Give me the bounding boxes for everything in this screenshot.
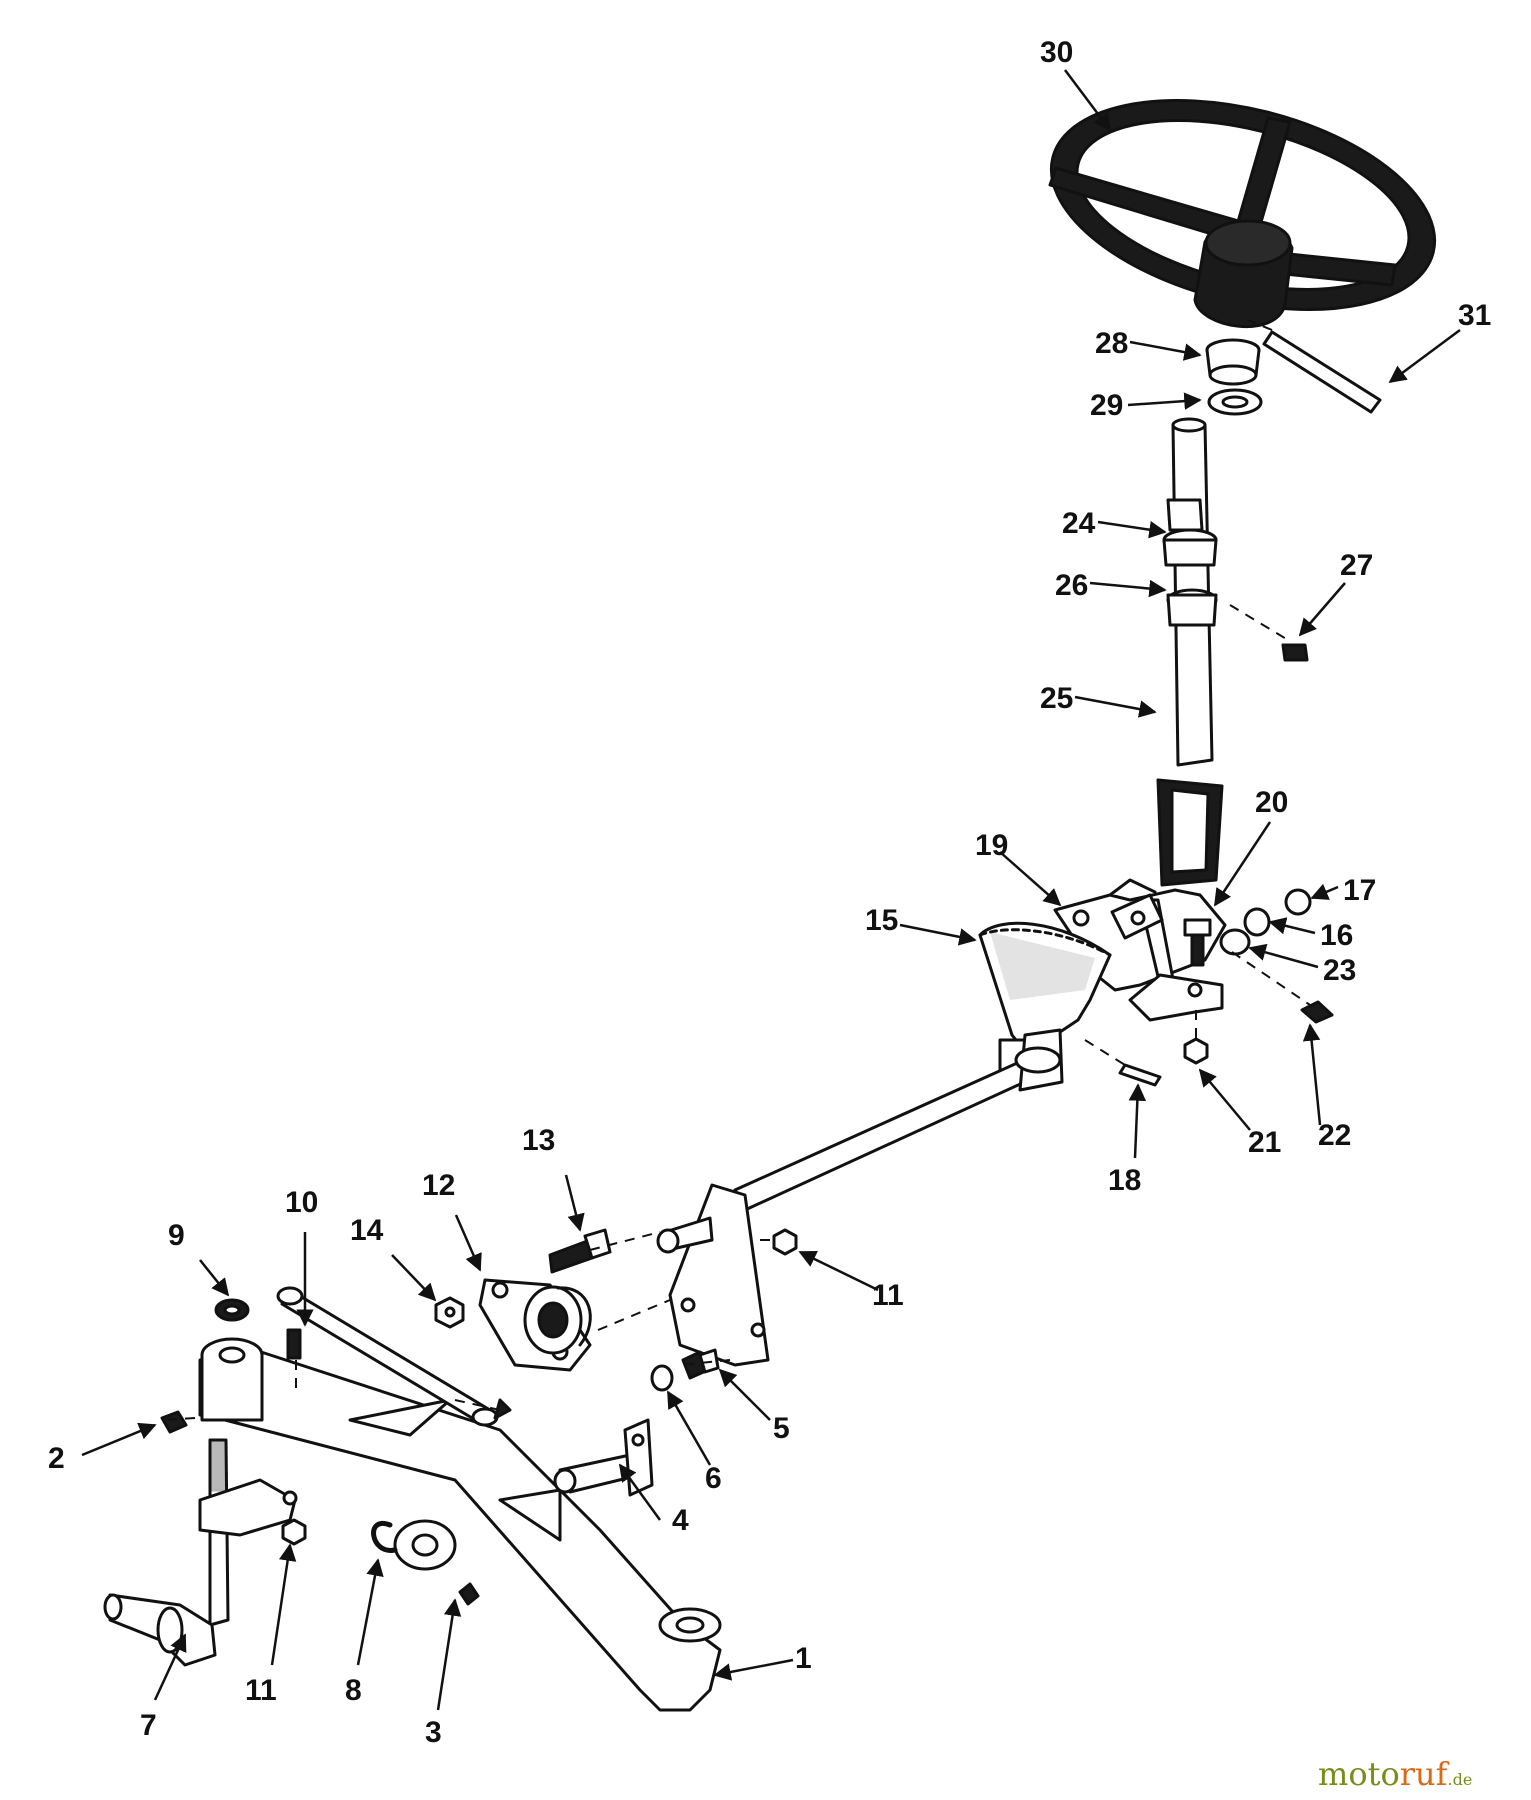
bolt-13: [548, 1228, 612, 1274]
flange-bearing-12: [478, 1278, 592, 1372]
washer-16: [1243, 907, 1271, 937]
callout-11-upper: 11: [872, 1279, 904, 1312]
spindle-7: [103, 1438, 298, 1667]
steering-shaft: [1156, 417, 1224, 887]
callout-27: 27: [1340, 549, 1373, 582]
callout-1: 1: [795, 1642, 812, 1675]
callout-21: 21: [1248, 1126, 1281, 1159]
part-callouts: 30 31 28 29 24 26 27 25 20 19 15 17 16 2…: [48, 36, 1491, 1749]
callout-7: 7: [140, 1709, 157, 1742]
retainer-9: [214, 1298, 250, 1322]
mount-plate: [656, 1183, 770, 1367]
callout-15: 15: [865, 904, 898, 937]
callout-6: 6: [705, 1462, 722, 1495]
pin-31: [1262, 330, 1382, 414]
callout-2: 2: [48, 1442, 65, 1475]
callout-8: 8: [345, 1674, 362, 1707]
watermark-logo: motoruf.de: [1318, 1755, 1472, 1793]
callout-19: 19: [975, 829, 1008, 862]
callout-5: 5: [773, 1412, 790, 1445]
washer-29: [1207, 388, 1263, 416]
callout-23: 23: [1323, 954, 1356, 987]
cotter-pin-18: [1118, 1063, 1162, 1087]
front-axle-1: [198, 1337, 722, 1712]
callout-26: 26: [1055, 569, 1088, 602]
washer-17: [1284, 888, 1312, 916]
screw-27: [1281, 643, 1309, 662]
steering-wheel: [1048, 98, 1437, 329]
spacer-23: [1219, 928, 1251, 956]
callout-18: 18: [1108, 1164, 1141, 1197]
callout-13: 13: [522, 1124, 555, 1157]
nut-14: [434, 1296, 465, 1329]
fitting-3: [458, 1582, 480, 1606]
e-ring-8: [371, 1520, 398, 1553]
callout-16: 16: [1320, 919, 1353, 952]
callout-10: 10: [285, 1186, 318, 1219]
callout-25: 25: [1040, 682, 1073, 715]
washer-6: [650, 1364, 674, 1392]
callout-12: 12: [422, 1169, 455, 1202]
watermark-suffix: .de: [1447, 1770, 1472, 1789]
nut-11-lower: [281, 1518, 307, 1546]
leader-arrows: [81, 69, 1461, 1711]
callout-9: 9: [168, 1219, 185, 1252]
callout-11-lower: 11: [245, 1674, 277, 1707]
callout-29: 29: [1090, 389, 1123, 422]
nut-21: [1183, 1037, 1209, 1065]
callout-22: 22: [1318, 1119, 1351, 1152]
callout-30: 30: [1040, 36, 1073, 69]
callout-24: 24: [1062, 507, 1096, 540]
fitting-22: [1300, 1000, 1334, 1024]
callout-3: 3: [425, 1716, 442, 1749]
callout-17: 17: [1343, 874, 1376, 907]
callout-14: 14: [350, 1214, 384, 1247]
watermark-text: motoruf.de: [1318, 1755, 1472, 1793]
callout-4: 4: [672, 1504, 689, 1537]
nut-11-upper: [772, 1228, 798, 1256]
callout-28: 28: [1095, 327, 1128, 360]
bolt-5: [681, 1348, 720, 1380]
callout-31: 31: [1458, 299, 1491, 332]
watermark-part2: ruf: [1400, 1755, 1450, 1793]
pivot-pin-4: [553, 1418, 654, 1497]
tie-rod-10: [276, 1286, 512, 1427]
bushing-28: [1205, 338, 1261, 386]
watermark-part1: moto: [1318, 1755, 1400, 1793]
bolt-20: [1183, 918, 1212, 967]
callout-20: 20: [1255, 786, 1288, 819]
alignment-lines: [161, 319, 1311, 1421]
fitting-2: [160, 1410, 188, 1434]
